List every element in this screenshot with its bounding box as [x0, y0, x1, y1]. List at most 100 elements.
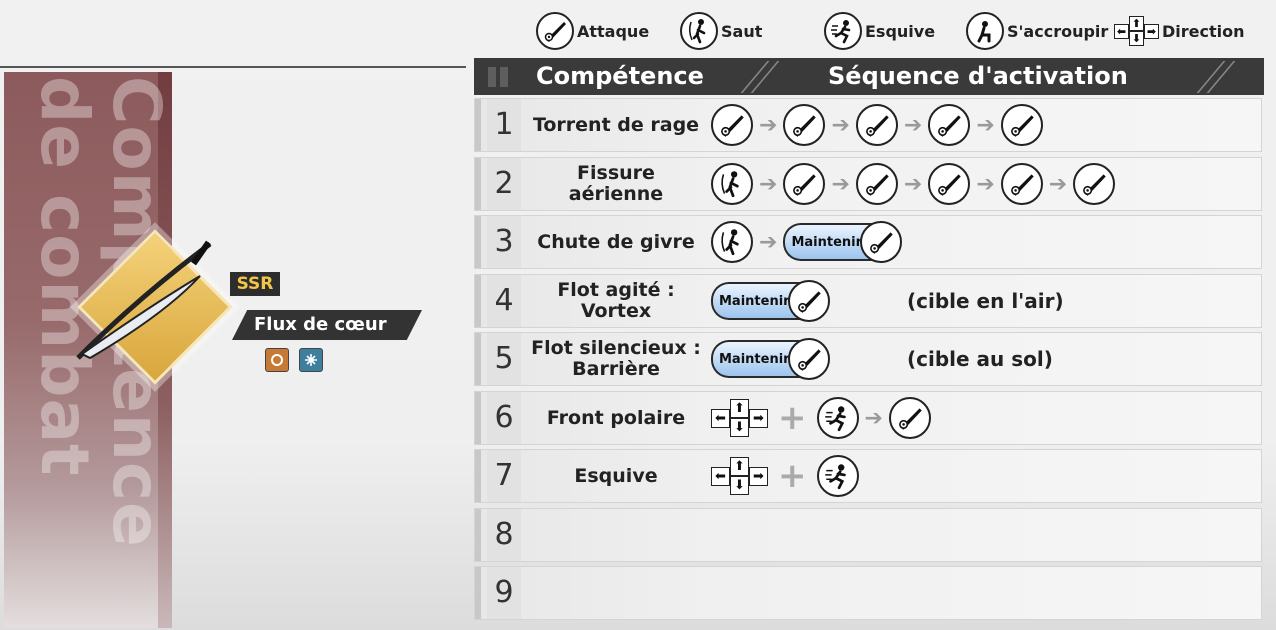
- skill-name: Torrent de rage: [532, 113, 700, 136]
- row-number: 2: [487, 158, 521, 210]
- jump-icon: [680, 12, 718, 50]
- row-accent: [475, 392, 481, 444]
- rarity-badge: SSR: [230, 272, 280, 296]
- row-accent: [475, 567, 481, 619]
- legend-direction: ⬅ ⬆⬇ ➡ Direction: [1114, 8, 1245, 54]
- arrow-right-icon: ➔: [759, 229, 778, 255]
- skill-name: Flot agité : Vortex: [557, 279, 675, 322]
- dodge-icon: [816, 455, 859, 497]
- activation-sequence: Maintenir: [711, 275, 830, 327]
- arrow-right-icon: ➔: [976, 171, 995, 197]
- arrow-right-icon: ➔: [976, 112, 995, 138]
- legend-jump: Saut: [680, 8, 762, 54]
- row-number: 1: [487, 99, 521, 151]
- sword-icon: [783, 104, 826, 146]
- sword-icon: [787, 280, 830, 322]
- row-accent: [475, 158, 481, 210]
- legend-attack: Attaque: [536, 8, 649, 54]
- sword-icon: [855, 104, 898, 146]
- hold-attack-icon: Maintenir: [783, 221, 903, 263]
- legend-attack-label: Attaque: [577, 21, 650, 41]
- divider-line: [0, 66, 466, 68]
- skill-name: Chute de givre: [537, 230, 695, 253]
- arrow-right-icon: ➔: [831, 112, 850, 138]
- sword-icon: [855, 163, 898, 205]
- dpad-icon: ⬅ ⬆⬇ ➡: [1114, 16, 1159, 46]
- table-row: 9: [474, 566, 1262, 620]
- legend-jump-label: Saut: [721, 21, 763, 41]
- grid-icon: [488, 67, 508, 87]
- row-accent: [475, 509, 481, 561]
- activation-sequence: ➔ ➔ ➔ ➔ ➔: [711, 158, 1116, 210]
- skill-name: [529, 509, 703, 561]
- hold-attack-icon: Maintenir: [711, 280, 830, 322]
- legend-dodge: Esquive: [824, 8, 935, 54]
- element-badge-icon: [265, 348, 289, 372]
- arrow-right-icon: ➔: [759, 112, 778, 138]
- skill-condition: (cible en l'air): [907, 289, 1064, 313]
- sword-icon: [928, 104, 971, 146]
- sword-icon: [787, 338, 830, 380]
- sword-icon: [1000, 163, 1043, 205]
- row-number: 3: [487, 216, 521, 268]
- sword-icon: [860, 221, 903, 263]
- activation-sequence: ⬅⬆⬇➡+: [711, 450, 859, 502]
- ice-badge-icon: [299, 348, 323, 372]
- hold-label: Maintenir: [711, 340, 802, 378]
- crouch-icon: [966, 12, 1004, 50]
- dpad-icon: ⬅⬆⬇➡: [711, 399, 768, 437]
- skill-name: [529, 567, 703, 619]
- arrow-right-icon: ➔: [759, 171, 778, 197]
- row-number: 4: [487, 275, 521, 327]
- skill-name: Front polaire: [546, 406, 686, 429]
- arrow-right-icon: ➔: [831, 171, 850, 197]
- activation-sequence: ➔Maintenir: [711, 216, 903, 268]
- row-number: 7: [487, 450, 521, 502]
- katana-icon: [76, 240, 212, 360]
- sword-icon: [536, 12, 574, 50]
- table-row: 4 Flot agité : Vortex Maintenir (cible en l…: [474, 274, 1262, 328]
- row-accent: [475, 275, 481, 327]
- arrow-right-icon: ➔: [903, 171, 923, 197]
- row-number: 8: [487, 509, 521, 561]
- skill-name: Flot silencieux : Barrière: [531, 337, 701, 380]
- sword-icon: [783, 163, 826, 205]
- table-row: 8: [474, 508, 1262, 562]
- activation-sequence: Maintenir: [711, 333, 830, 385]
- table-header: Compétence Séquence d'activation: [474, 58, 1264, 95]
- hold-attack-icon: Maintenir: [711, 338, 830, 380]
- row-accent: [475, 333, 481, 385]
- row-number: 9: [487, 567, 521, 619]
- row-number: 5: [487, 333, 521, 385]
- sword-icon: [1000, 104, 1043, 146]
- row-number: 6: [487, 392, 521, 444]
- header-skill: Compétence: [536, 62, 704, 90]
- legend-dodge-label: Esquive: [865, 21, 936, 41]
- sword-icon: [711, 104, 753, 146]
- table-row: 3 Chute de givre ➔Maintenir: [474, 215, 1262, 269]
- dpad-icon: ⬅⬆⬇➡: [711, 457, 768, 495]
- weapon-name: Flux de cœur: [232, 310, 422, 340]
- sword-icon: [928, 163, 971, 205]
- arrow-right-icon: ➔: [864, 405, 883, 431]
- hold-label: Maintenir: [783, 223, 875, 261]
- legend-direction-label: Direction: [1162, 21, 1245, 41]
- legend-crouch-label: S'accroupir: [1007, 21, 1109, 41]
- header-sequence: Séquence d'activation: [828, 62, 1128, 90]
- sword-icon: [888, 397, 931, 439]
- skill-condition: (cible au sol): [907, 347, 1053, 371]
- dodge-icon: [824, 12, 862, 50]
- row-accent: [475, 450, 481, 502]
- row-accent: [475, 216, 481, 268]
- dodge-icon: [816, 397, 859, 439]
- sword-icon: [1073, 163, 1116, 205]
- arrow-right-icon: ➔: [1048, 171, 1068, 197]
- row-accent: [475, 99, 481, 151]
- jump-icon: [711, 163, 753, 205]
- activation-sequence: ➔➔➔➔: [711, 99, 1043, 151]
